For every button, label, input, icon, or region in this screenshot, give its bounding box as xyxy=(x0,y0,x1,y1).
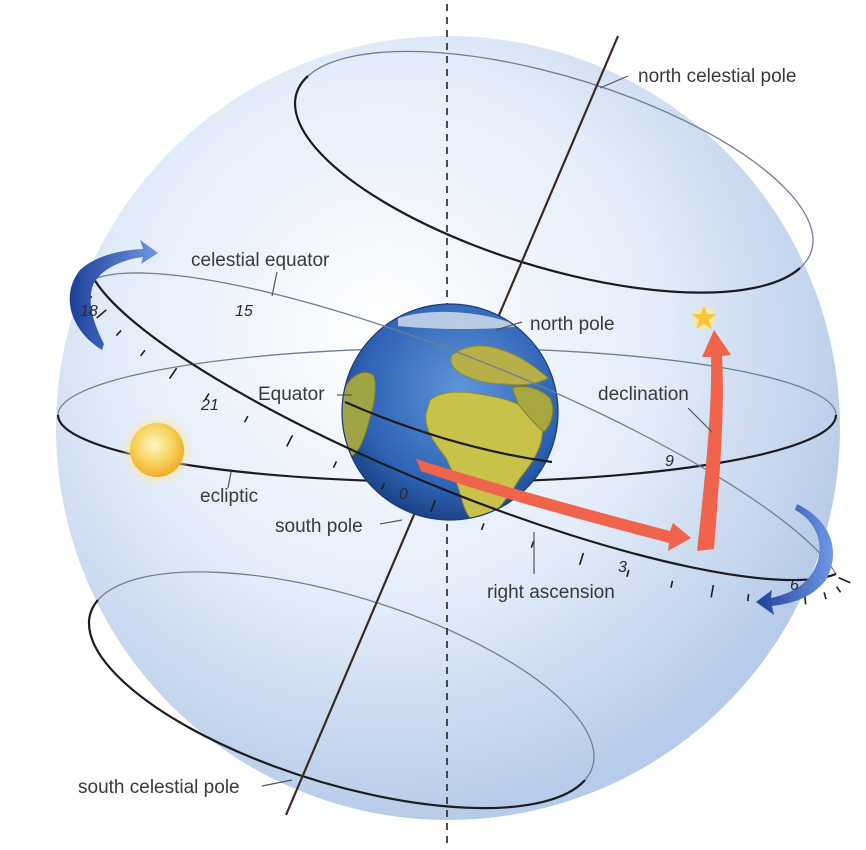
hour-mark-9: 9 xyxy=(665,453,674,470)
hour-mark-0: 0 xyxy=(399,486,408,503)
equator-tick xyxy=(710,584,715,598)
star-icon xyxy=(692,306,716,330)
label-leaders xyxy=(227,75,713,787)
equator-tick xyxy=(838,577,851,584)
hour-mark-6: 6 xyxy=(790,577,799,594)
equator-tick xyxy=(286,434,294,447)
equator-tick xyxy=(480,523,485,531)
equator-tick xyxy=(168,367,178,379)
equator-tick xyxy=(670,580,674,588)
right-ascension-arrow xyxy=(416,459,691,551)
equator-tick xyxy=(140,349,146,357)
celestial-equator-circle xyxy=(79,270,851,605)
hour-mark-3: 3 xyxy=(618,559,627,576)
equator-tick xyxy=(530,540,535,548)
declination-label: declination xyxy=(598,384,689,405)
equator-tick xyxy=(380,482,386,490)
equator-tick xyxy=(835,586,842,593)
earth-equator-line xyxy=(344,400,553,464)
equator-tick xyxy=(823,592,827,600)
hour-mark-18: 18 xyxy=(80,303,98,320)
equator-label: Equator xyxy=(258,384,325,405)
sun xyxy=(121,414,193,486)
north-celestial-pole-label: north celestial pole xyxy=(638,66,796,87)
equator-tick xyxy=(204,393,210,400)
hour-mark-21: 21 xyxy=(200,397,219,414)
rotation-arrow-left-icon xyxy=(69,240,158,350)
equator-tick xyxy=(96,309,107,319)
ecliptic-label: ecliptic xyxy=(200,486,258,507)
south-declination-circle xyxy=(87,571,595,810)
south-celestial-pole-label: south celestial pole xyxy=(78,777,240,798)
equator-tick xyxy=(243,415,249,423)
north-pole-label: north pole xyxy=(530,314,615,335)
equator-tick xyxy=(626,569,630,577)
equator-tick xyxy=(332,461,338,469)
right-ascension-label: right ascension xyxy=(487,582,615,603)
earth xyxy=(341,303,559,521)
hour-mark-15: 15 xyxy=(235,303,253,320)
equator-tick xyxy=(115,329,122,337)
earth-continents xyxy=(342,311,554,520)
hour-marks: 18 15 21 0 3 6 9 xyxy=(80,303,799,594)
equator-tick xyxy=(429,499,437,513)
equator-tick xyxy=(578,552,585,566)
declination-arrow xyxy=(697,330,731,551)
north-declination-circle xyxy=(293,50,814,294)
rotation-arrow-right-icon xyxy=(756,504,834,615)
celestial-equator-label: celestial equator xyxy=(191,250,330,271)
equator-tick xyxy=(746,594,750,602)
south-pole-label: south pole xyxy=(275,516,363,537)
